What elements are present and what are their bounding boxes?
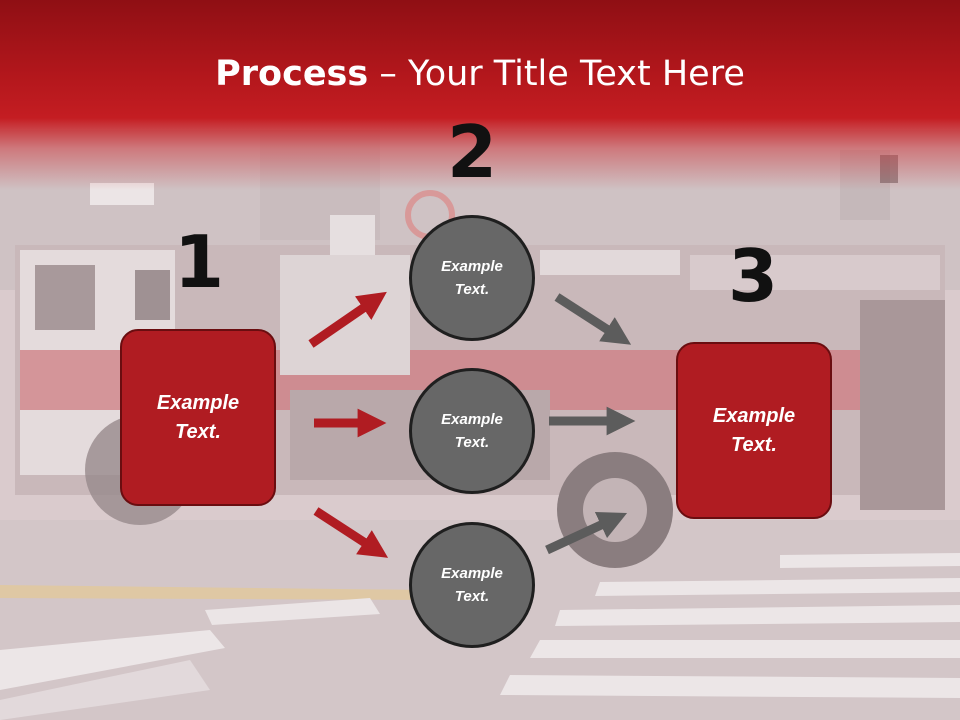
- step-number-3: 3: [727, 234, 779, 318]
- step-box-3: Example Text.: [676, 342, 832, 519]
- step-box-3-text: Example Text.: [712, 404, 796, 456]
- step-box-1: Example Text.: [120, 329, 276, 506]
- process-circle-bottom: Example Text.: [409, 522, 535, 648]
- title-bold: Process: [215, 54, 369, 94]
- process-circle-middle: Example Text.: [409, 368, 535, 494]
- step-box-1-text: Example Text.: [156, 391, 240, 443]
- arrow-red-down: [313, 507, 389, 558]
- page-title: Process – Your Title Text Here: [0, 52, 960, 96]
- arrow-red-up: [308, 291, 387, 348]
- process-circle-top-text: Example Text.: [441, 258, 503, 298]
- title-rest: – Your Title Text Here: [368, 54, 745, 94]
- step-number-1: 1: [173, 220, 225, 304]
- process-circle-top: Example Text.: [409, 215, 535, 341]
- arrow-gray-down: [554, 293, 632, 345]
- process-circle-bottom-text: Example Text.: [441, 565, 503, 605]
- step-number-2: 2: [446, 110, 498, 194]
- process-circle-middle-text: Example Text.: [441, 411, 503, 451]
- header-band: [0, 0, 960, 190]
- arrow-gray-up: [545, 511, 628, 555]
